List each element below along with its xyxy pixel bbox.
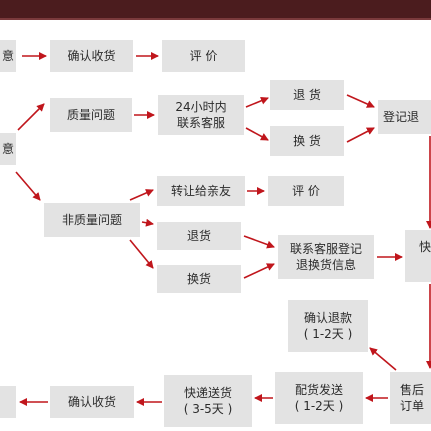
node-exchange-mid: 换货: [157, 265, 241, 293]
node-transfer-friend: 转让给亲友: [157, 176, 245, 206]
arrow-nq-to-exchange: [129, 239, 154, 269]
arrow-after-to-refund: [369, 347, 397, 371]
arrow-return-to-register: [346, 94, 375, 108]
arrow-nq-to-transfer: [129, 189, 154, 201]
node-express-delivery-line2: ( 3-5天 ): [183, 402, 233, 416]
node-transfer-friend-label: 转让给亲友: [170, 184, 231, 198]
node-register-return: 登记退: [378, 100, 431, 134]
header-divider: [0, 18, 431, 20]
node-confirm-receipt-bottom: 确认收货: [50, 386, 134, 418]
node-express-delivery-line1: 快递送货: [183, 386, 232, 400]
arrow-return-to-csreg: [243, 235, 275, 249]
node-register-return-label: 登记退: [383, 110, 420, 124]
node-return-mid-label: 退货: [186, 229, 211, 243]
node-exchange-top: 换 货: [270, 126, 344, 156]
node-return-top-label: 退 货: [293, 88, 321, 102]
node-bottom-left-partial: [0, 386, 16, 418]
node-cs-24h-line1: 24小时内: [175, 100, 227, 114]
node-cs-register-line1: 联系客服登记: [289, 242, 362, 256]
node-express-right: 快: [405, 230, 431, 282]
node-after-sales: 售后 订单: [390, 372, 431, 424]
node-return-top: 退 货: [270, 80, 344, 110]
node-dispatch-line1: 配货发送: [294, 383, 343, 397]
arrow-exchange-to-register: [346, 127, 375, 143]
node-confirm-refund-line1: 确认退款: [303, 311, 352, 325]
node-after-sales-line2: 订单: [400, 399, 425, 413]
node-confirm-receipt-bottom-label: 确认收货: [67, 395, 116, 409]
node-cs-register: 联系客服登记 退换货信息: [278, 235, 374, 279]
node-review-mid: 评 价: [268, 176, 344, 206]
node-cs-24h: 24小时内 联系客服: [158, 95, 244, 135]
arrow-to-quality: [17, 103, 45, 131]
node-confirm-receipt-top: 确认收货: [50, 40, 133, 72]
node-express-right-label: 快: [419, 240, 431, 254]
node-review-top-label: 评 价: [189, 49, 218, 63]
node-cs-24h-line2: 联系客服: [176, 116, 225, 130]
node-cs-register-line2: 退换货信息: [295, 258, 356, 272]
node-review-top: 评 价: [162, 40, 245, 72]
arrow-to-non-quality: [15, 171, 41, 201]
arrow-exchange-to-csreg: [243, 263, 275, 279]
node-confirm-refund: 确认退款 ( 1-2天 ): [288, 300, 368, 352]
node-quality-issue: 质量问题: [50, 98, 132, 132]
node-satisfied-label: 意: [1, 49, 14, 63]
node-express-delivery: 快递送货 ( 3-5天 ): [164, 375, 252, 427]
node-unsatisfied-partial: 意: [0, 133, 16, 165]
node-exchange-mid-label: 换货: [186, 272, 211, 286]
arrow-cs-to-return: [245, 96, 269, 108]
node-non-quality-issue-label: 非质量问题: [61, 213, 122, 227]
node-exchange-top-label: 换 货: [293, 134, 321, 148]
node-confirm-refund-line2: ( 1-2天 ): [303, 327, 353, 341]
arrow-cs-to-exchange: [245, 127, 269, 141]
node-review-mid-label: 评 价: [292, 184, 320, 198]
node-dispatch-line2: ( 1-2天 ): [294, 399, 344, 413]
node-return-mid: 退货: [157, 222, 241, 250]
node-non-quality-issue: 非质量问题: [44, 203, 140, 237]
node-dispatch: 配货发送 ( 1-2天 ): [275, 372, 363, 424]
node-satisfied-partial: 意: [0, 40, 16, 72]
node-confirm-receipt-top-label: 确认收货: [67, 49, 116, 63]
header-bar: [0, 0, 431, 18]
node-quality-issue-label: 质量问题: [66, 108, 115, 122]
node-after-sales-line1: 售后: [400, 383, 425, 397]
arrow-nq-to-return: [141, 218, 154, 227]
node-unsatisfied-label: 意: [1, 142, 14, 156]
